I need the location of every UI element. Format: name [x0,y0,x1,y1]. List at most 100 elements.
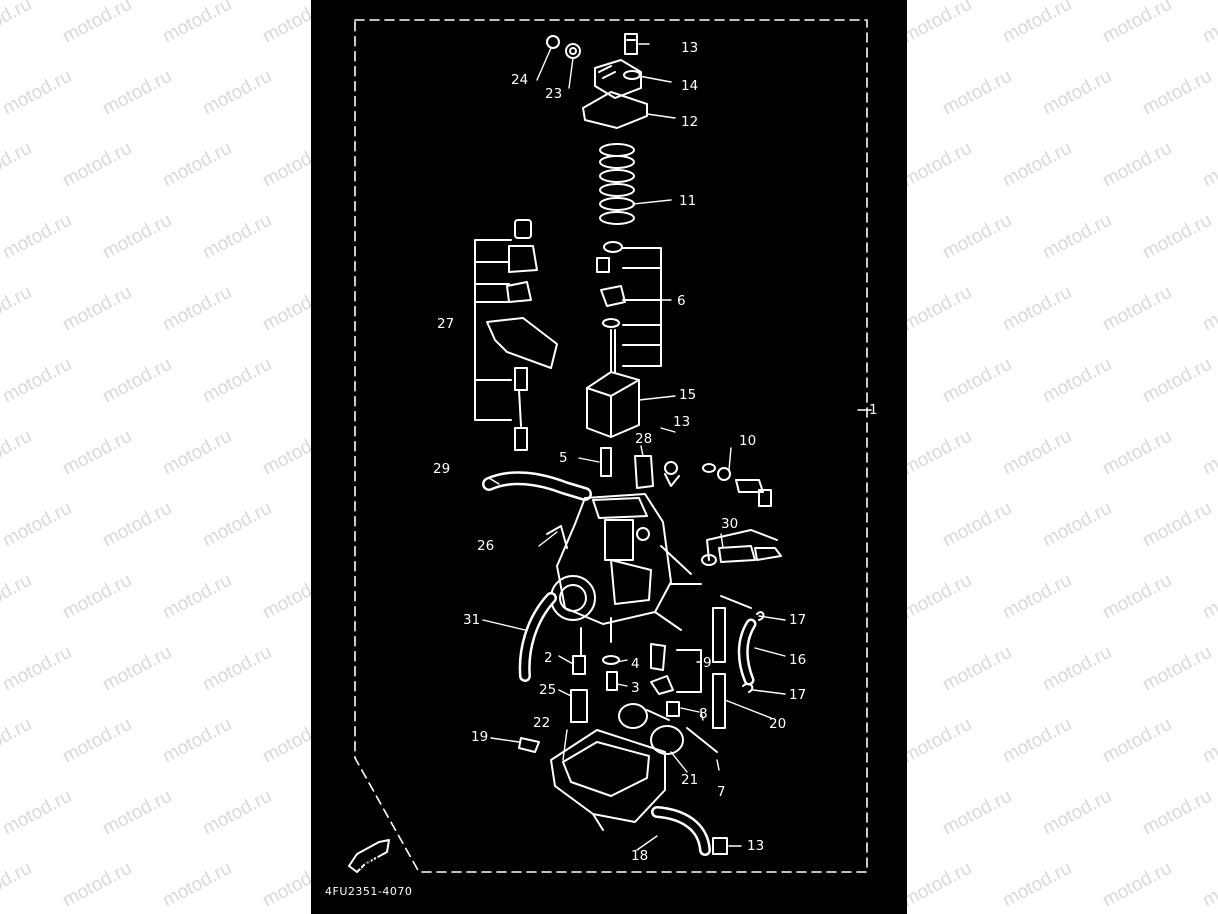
watermark-text: motod.ru [1099,569,1176,624]
watermark-text: motod.ru [0,0,36,48]
watermark-text: motod.ru [99,353,176,408]
watermark-text: motod.ru [1099,281,1176,336]
spring [599,143,635,225]
part-label-18: 18 [631,848,648,864]
watermark-text: motod.ru [899,857,976,912]
watermark-text: motod.ru [0,857,36,912]
watermark-text: motod.ru [1139,353,1216,408]
watermark-text: motod.ru [99,785,176,840]
throttle-valve [586,371,640,438]
watermark-text: motod.ru [939,641,1016,696]
part-label-17-top: 17 [789,612,806,628]
part-label-13-bottom: 13 [747,838,764,854]
watermark-text: motod.ru [59,857,136,912]
watermark-text: motod.ru [159,569,236,624]
watermark-text: motod.ru [0,425,36,480]
watermark-text: motod.ru [99,497,176,552]
watermark-text: motod.ru [99,209,176,264]
watermark-text: motod.ru [1199,425,1218,480]
watermark-text: motod.ru [59,425,136,480]
watermark-text: motod.ru [59,281,136,336]
watermark-text: motod.ru [1099,0,1176,48]
watermark-text: motod.ru [1099,425,1176,480]
watermark-text: motod.ru [1199,281,1218,336]
watermark-text: motod.ru [199,65,276,120]
part-label-28: 28 [635,431,652,447]
watermark-text: motod.ru [1099,137,1176,192]
watermark-text: motod.ru [0,209,76,264]
part-label-14: 14 [681,78,698,94]
choke-linkage [474,219,558,451]
watermark-text: motod.ru [1139,497,1216,552]
watermark-text: motod.ru [159,137,236,192]
watermark-text: motod.ru [939,209,1016,264]
pilot-screw [701,529,782,566]
part-label-5: 5 [559,450,568,466]
air-screw [702,463,772,507]
watermark-text: motod.ru [59,713,136,768]
watermark-text: motod.ru [199,497,276,552]
part-label-20: 20 [769,716,786,732]
part-label-13-top: 13 [681,40,698,56]
watermark-text: motod.ru [1139,785,1216,840]
watermark-text: motod.ru [899,281,976,336]
watermark-text: motod.ru [999,281,1076,336]
watermark-text: motod.ru [999,713,1076,768]
watermark-text: motod.ru [939,353,1016,408]
part-label-11: 11 [679,193,696,209]
watermark-text: motod.ru [939,785,1016,840]
watermark-text: motod.ru [899,569,976,624]
watermark-text: motod.ru [99,641,176,696]
watermark-text: motod.ru [1199,713,1218,768]
part-label-26: 26 [477,538,494,554]
watermark-text: motod.ru [199,209,276,264]
part-label-8: 8 [699,706,708,722]
part-label-15: 15 [679,387,696,403]
watermark-text: motod.ru [1139,65,1216,120]
watermark-text: motod.ru [1039,641,1116,696]
part-label-9: 9 [703,655,712,671]
watermark-text: motod.ru [0,137,36,192]
part-label-19: 19 [471,729,488,745]
watermark-text: motod.ru [899,425,976,480]
watermark-text: motod.ru [899,137,976,192]
part-label-3: 3 [631,680,640,696]
watermark-text: motod.ru [1199,137,1218,192]
watermark-text: motod.ru [999,857,1076,912]
fwd-label: FWD [356,853,380,872]
part-label-16: 16 [789,652,806,668]
watermark-text: motod.ru [59,0,136,48]
watermark-text: motod.ru [1099,713,1176,768]
watermark-text: motod.ru [899,0,976,48]
part-label-12: 12 [681,114,698,130]
part-label-30: 30 [721,516,738,532]
part-label-6: 6 [677,293,686,309]
watermark-text: motod.ru [1039,65,1116,120]
bottom-screw [712,837,728,855]
assembly-border [354,19,868,873]
watermark-text: motod.ru [199,785,276,840]
watermark-text: motod.ru [999,0,1076,48]
part-label-21: 21 [681,772,698,788]
watermark-text: motod.ru [939,497,1016,552]
fwd-arrow [348,839,390,873]
watermark-text: motod.ru [1039,785,1116,840]
watermark-text: motod.ru [159,713,236,768]
part-label-2: 2 [544,650,553,666]
part-label-31: 31 [463,612,480,628]
watermark-text: motod.ru [999,137,1076,192]
watermark-text: motod.ru [199,641,276,696]
watermark-text: motod.ru [1039,353,1116,408]
throttle-stop [634,455,680,489]
watermark-text: motod.ru [159,425,236,480]
watermark-text: motod.ru [1099,857,1176,912]
watermark-text: motod.ru [1039,497,1116,552]
watermark-text: motod.ru [999,569,1076,624]
drawing-code: 4FU2351-4070 [325,885,412,898]
watermark-text: motod.ru [899,713,976,768]
part-label-23: 23 [545,86,562,102]
watermark-text: motod.ru [0,641,76,696]
float [618,703,718,755]
watermark-text: motod.ru [159,281,236,336]
watermark-text: motod.ru [59,569,136,624]
